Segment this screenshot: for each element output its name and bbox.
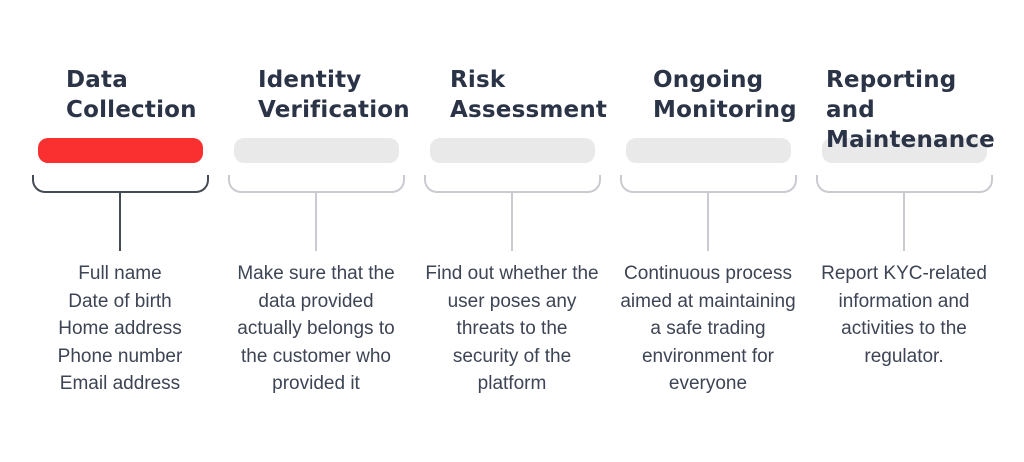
bracket-shape <box>423 175 601 193</box>
step-placeholder-bar <box>233 138 399 163</box>
step-placeholder-bar <box>625 138 791 163</box>
step-placeholder-bar <box>821 138 987 163</box>
step-description: Find out whether the user poses any thre… <box>425 263 599 394</box>
step-column-ongoing-monitoring: Ongoing Monitoring Continuous process ai… <box>610 65 806 398</box>
step-column-identity-verification: Identity Verification Make sure that the… <box>218 65 414 398</box>
step-highlight-bar <box>37 138 203 163</box>
step-description: Report KYC-related information and activ… <box>821 263 987 367</box>
step-placeholder-bar <box>429 138 595 163</box>
step-column-reporting-maintenance: Reporting and Maintenance Report KYC-rel… <box>806 65 1002 370</box>
connector-line <box>707 193 709 251</box>
step-description: Full name Date of birth Home address Pho… <box>57 263 183 394</box>
bracket-shape <box>227 175 405 193</box>
step-title: Ongoing Monitoring <box>653 67 797 123</box>
connector-line <box>119 193 121 251</box>
bracket-shape <box>619 175 797 193</box>
step-column-data-collection: Data Collection Full name Date of birth … <box>22 65 218 398</box>
step-title: Data Collection <box>66 67 197 123</box>
step-column-risk-assessment: Risk Assessment Find out whether the use… <box>414 65 610 398</box>
step-description: Continuous process aimed at maintaining … <box>620 263 796 394</box>
step-description: Make sure that the data provided actuall… <box>237 263 395 394</box>
bracket-shape <box>815 175 993 193</box>
connector-line <box>511 193 513 251</box>
connector-line <box>903 193 905 251</box>
connector-line <box>315 193 317 251</box>
step-title: Risk Assessment <box>450 67 608 123</box>
bracket-shape <box>31 175 209 193</box>
step-title: Reporting and Maintenance <box>826 67 995 153</box>
step-title: Identity Verification <box>258 67 410 123</box>
